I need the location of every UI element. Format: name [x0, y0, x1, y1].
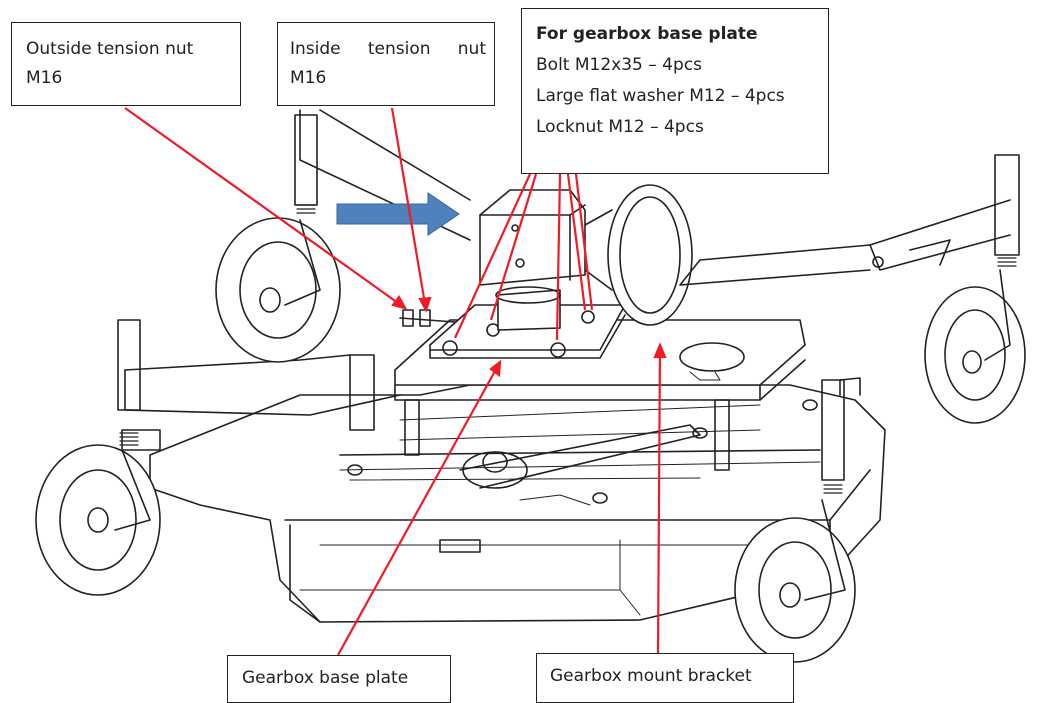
- callout-outside-tension-nut: Outside tension nut M16: [11, 22, 241, 106]
- caster-rear-right: [924, 154, 1026, 424]
- caster-front-right: [734, 379, 856, 663]
- callout-hardware-item: Locknut M12 – 4pcs: [536, 117, 704, 137]
- leader-bolt-2: [489, 173, 538, 321]
- callout-hardware-item: Bolt M12x35 – 4pcs: [536, 55, 702, 75]
- callout-gearbox-mount-bracket: Gearbox mount bracket: [536, 653, 794, 703]
- callout-gearbox-base-plate-hardware: For gearbox base plate Bolt M12x35 – 4pc…: [521, 8, 829, 174]
- caster-front-left: [35, 319, 161, 596]
- leader-bolt-1: [453, 173, 532, 339]
- leader-gearbox-base-plate: [337, 361, 501, 656]
- callout-inside-tension-nut-line2: M16: [290, 68, 327, 88]
- arrowhead-gearbox-mount-bracket: [653, 342, 667, 359]
- direction-arrow: [336, 192, 460, 236]
- callout-inside-tension-nut-line1: Inside tension nut: [290, 39, 486, 59]
- arrowhead-outside-tension-nut: [391, 294, 408, 310]
- leader-bolt-3: [555, 173, 562, 341]
- callout-gearbox-base-plate: Gearbox base plate: [227, 655, 451, 703]
- arrowhead-inside-tension-nut: [418, 296, 432, 313]
- leader-outside-tension-nut: [124, 107, 406, 309]
- leader-gearbox-mount-bracket: [656, 344, 662, 654]
- callout-gearbox-base-plate-label: Gearbox base plate: [242, 668, 409, 688]
- callout-outside-tension-nut-line1: Outside tension nut: [26, 39, 194, 59]
- leader-bolt-5: [574, 173, 594, 311]
- leader-bolt-4: [566, 173, 587, 311]
- arrowhead-gearbox-base-plate: [489, 359, 502, 378]
- leader-inside-tension-nut: [390, 107, 428, 311]
- callout-inside-tension-nut: Inside tension nut M16: [277, 22, 495, 106]
- leader-lines: [124, 107, 667, 656]
- caster-springs: [119, 204, 1017, 494]
- callout-outside-tension-nut-line2: M16: [26, 68, 63, 88]
- callout-gearbox-mount-bracket-label: Gearbox mount bracket: [550, 666, 752, 686]
- callout-hardware-item: Large flat washer M12 – 4pcs: [536, 86, 785, 106]
- deck-shell: [149, 384, 886, 623]
- callout-hardware-heading: For gearbox base plate: [536, 24, 758, 44]
- caster-rear-left: [215, 114, 341, 363]
